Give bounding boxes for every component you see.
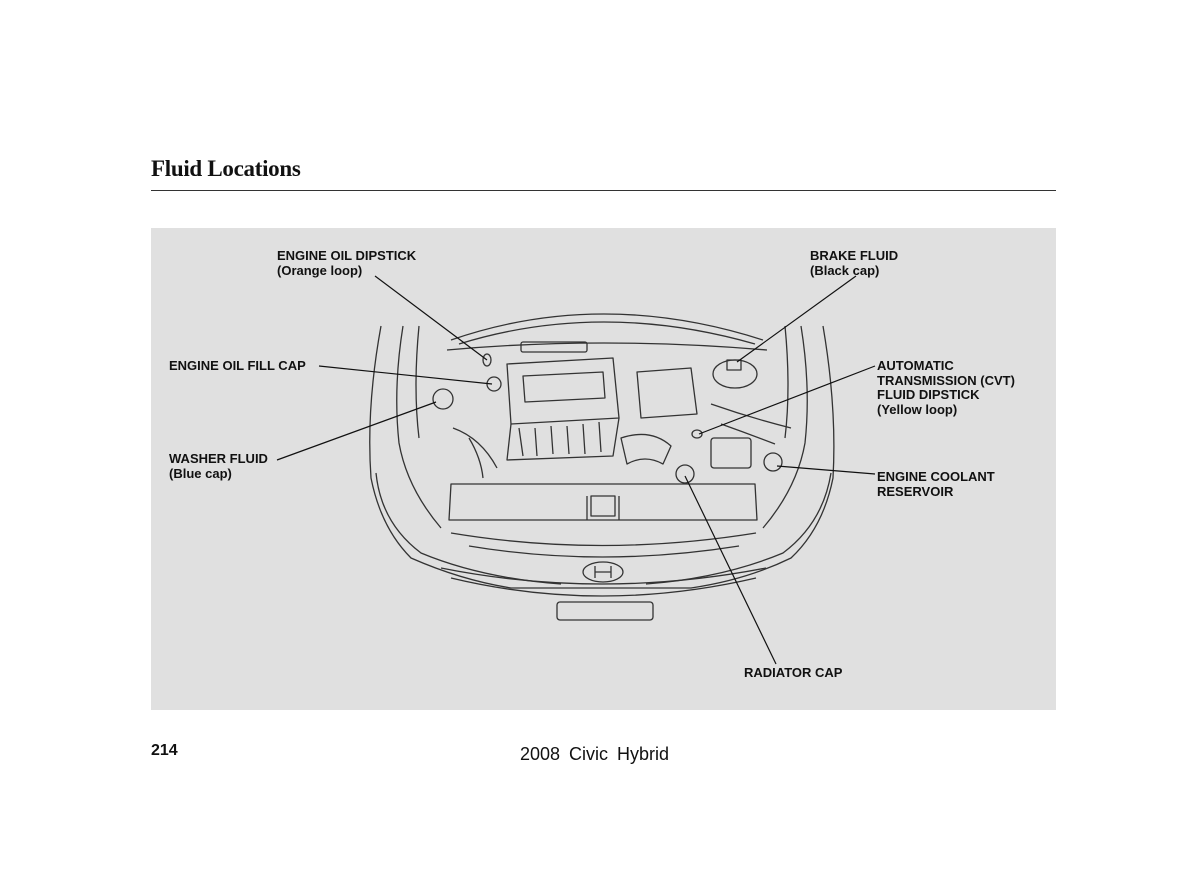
washer-cap	[432, 388, 454, 410]
honda-emblem	[582, 561, 624, 583]
left-fender	[396, 325, 442, 529]
leader-radiator-cap	[684, 475, 777, 665]
page-number: 214	[151, 742, 178, 759]
bumper-top	[450, 532, 757, 547]
label-washer-fluid: WASHER FLUID (Blue cap)	[169, 451, 268, 481]
brake-reservoir	[712, 359, 758, 389]
lower-grille	[556, 601, 654, 621]
leader-lines	[276, 275, 876, 665]
leader-cvt-dipstick	[698, 365, 876, 435]
label-radiator-cap: RADIATOR CAP	[744, 665, 843, 680]
leader-brake-fluid	[736, 275, 857, 363]
cvt-dipstick-loop	[691, 429, 703, 439]
label-engine-coolant-reservoir: ENGINE COOLANT RESERVOIR	[877, 469, 995, 499]
body-outline	[369, 325, 835, 589]
leader-washer-fluid	[276, 401, 437, 461]
leader-engine-oil-fill-cap	[318, 365, 493, 385]
leader-engine-oil-dipstick	[374, 275, 488, 361]
air-box	[636, 367, 698, 419]
title-divider	[151, 190, 1056, 191]
footer-title: 2008 Civic Hybrid	[520, 744, 670, 764]
label-automatic-transmission-dipstick: AUTOMATIC TRANSMISSION (CVT) FLUID DIPST…	[877, 358, 1015, 417]
label-brake-fluid: BRAKE FLUID (Black cap)	[810, 248, 899, 278]
radiator-cap	[675, 464, 695, 484]
battery	[710, 437, 752, 469]
page-title: Fluid Locations	[151, 156, 301, 181]
hood-edge	[450, 313, 764, 341]
cowl-vent	[520, 341, 588, 353]
engine-bay-illustration	[276, 275, 876, 665]
right-fender	[762, 325, 808, 529]
label-engine-oil-dipstick: ENGINE OIL DIPSTICK (Orange loop)	[277, 248, 417, 278]
coolant-reservoir	[763, 452, 783, 472]
radiator-support	[448, 483, 758, 521]
oil-dipstick-loop	[482, 353, 492, 367]
leader-coolant-reservoir	[776, 465, 876, 475]
engine-compartment-figure: ENGINE OIL DIPSTICK (Orange loop) BRAKE …	[151, 228, 1056, 710]
label-engine-oil-fill-cap: ENGINE OIL FILL CAP	[169, 358, 306, 373]
